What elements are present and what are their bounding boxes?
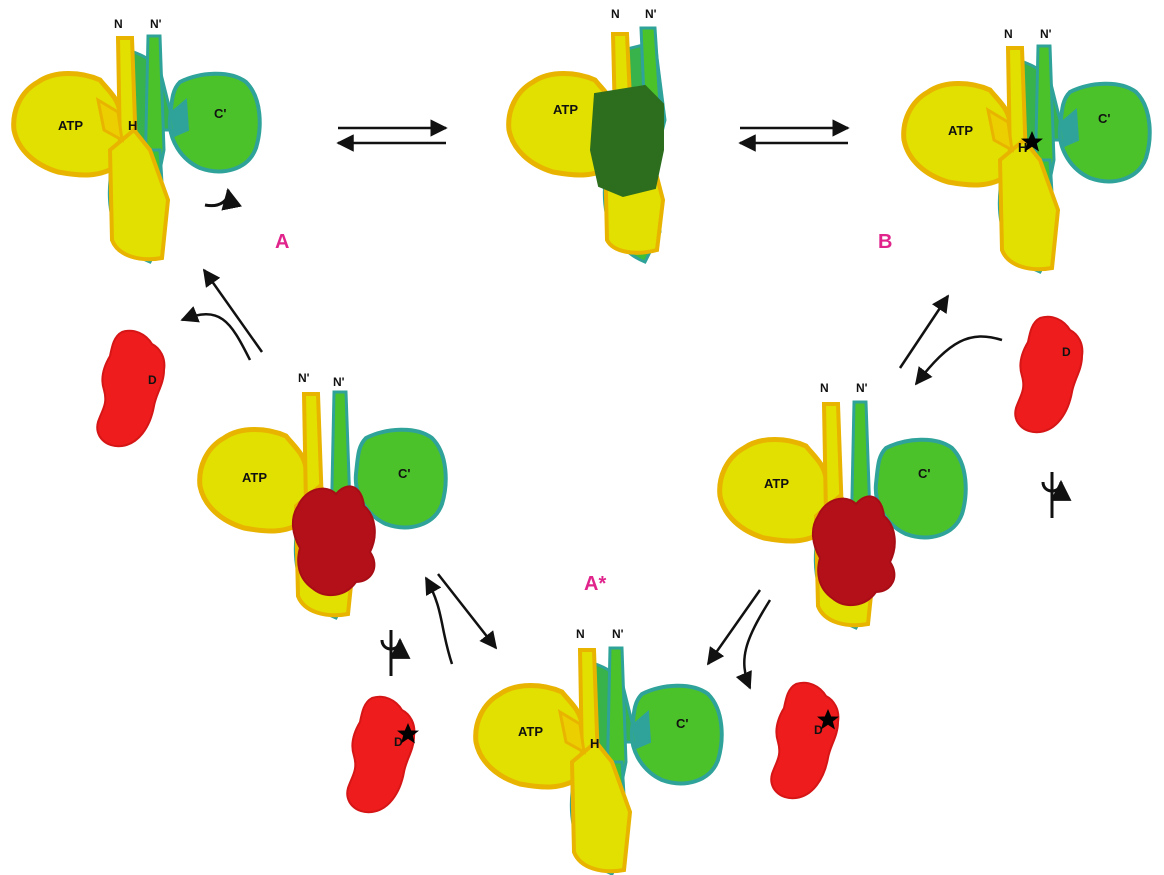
c-prime-label: C' — [1098, 111, 1110, 126]
transition-arrows-right — [708, 590, 770, 688]
closed-dimer-region — [591, 86, 663, 196]
helix-label: H — [128, 118, 137, 133]
atp-label: ATP — [553, 102, 578, 117]
binding-arrows-right — [900, 296, 1002, 384]
n-prime-label: N' — [150, 17, 162, 31]
drug-left: D — [97, 331, 164, 446]
drug-bottom-left: D — [347, 697, 419, 812]
drug-bottom-right: D — [771, 683, 839, 798]
bound-drug — [293, 486, 375, 595]
n-terminal-label: N — [576, 627, 585, 641]
state-a-label: A — [275, 231, 289, 253]
complex-top-left: N N' ATP H C' — [14, 17, 260, 262]
state-b-label: B — [878, 231, 892, 253]
n-terminal-label: N — [1004, 27, 1013, 41]
rotation-symbol-right — [1043, 472, 1061, 518]
rotation-arrow — [205, 190, 228, 206]
atp-label: ATP — [518, 724, 543, 739]
c-prime-label: C' — [918, 466, 930, 481]
c-prime-label: C' — [398, 466, 410, 481]
complex-mid-left: N' N' ATP C' — [200, 371, 446, 618]
atp-label: ATP — [764, 476, 789, 491]
n-terminal-label: N — [611, 7, 620, 21]
rotation-symbol-left — [382, 630, 400, 676]
equilibrium-arrows-left — [338, 128, 446, 143]
transition-arrows-left — [426, 574, 496, 664]
binding-arrows-left — [182, 270, 262, 360]
drug-label: D — [1062, 345, 1071, 359]
n-prime-label: N' — [645, 7, 657, 21]
bound-drug — [813, 496, 895, 605]
atp-label: ATP — [58, 118, 83, 133]
state-a-star-label: A* — [584, 573, 606, 595]
equilibrium-arrows-right — [740, 128, 848, 143]
complex-top-right: N N' ATP H C' — [904, 27, 1150, 272]
complex-top-middle: N N' ATP — [509, 7, 665, 262]
n-prime-label: N' — [856, 381, 868, 395]
atp-label: ATP — [948, 123, 973, 138]
drug-right: D — [1015, 317, 1082, 432]
drug-label: D — [148, 373, 157, 387]
complex-bottom: N N' ATP H C' — [476, 627, 722, 874]
n-prime-label: N' — [1040, 27, 1052, 41]
atp-label: ATP — [242, 470, 267, 485]
n-terminal-label: N — [114, 17, 123, 31]
complex-mid-right: N N' ATP C' — [720, 381, 966, 628]
c-prime-label: C' — [214, 106, 226, 121]
c-prime-label: C' — [676, 716, 688, 731]
n-terminal-label: N' — [298, 371, 310, 385]
n-terminal-label: N — [820, 381, 829, 395]
helix-label: H — [590, 736, 599, 751]
n-prime-label: N' — [612, 627, 624, 641]
drug-label: D — [814, 723, 823, 737]
n-prime-label: N' — [333, 375, 345, 389]
